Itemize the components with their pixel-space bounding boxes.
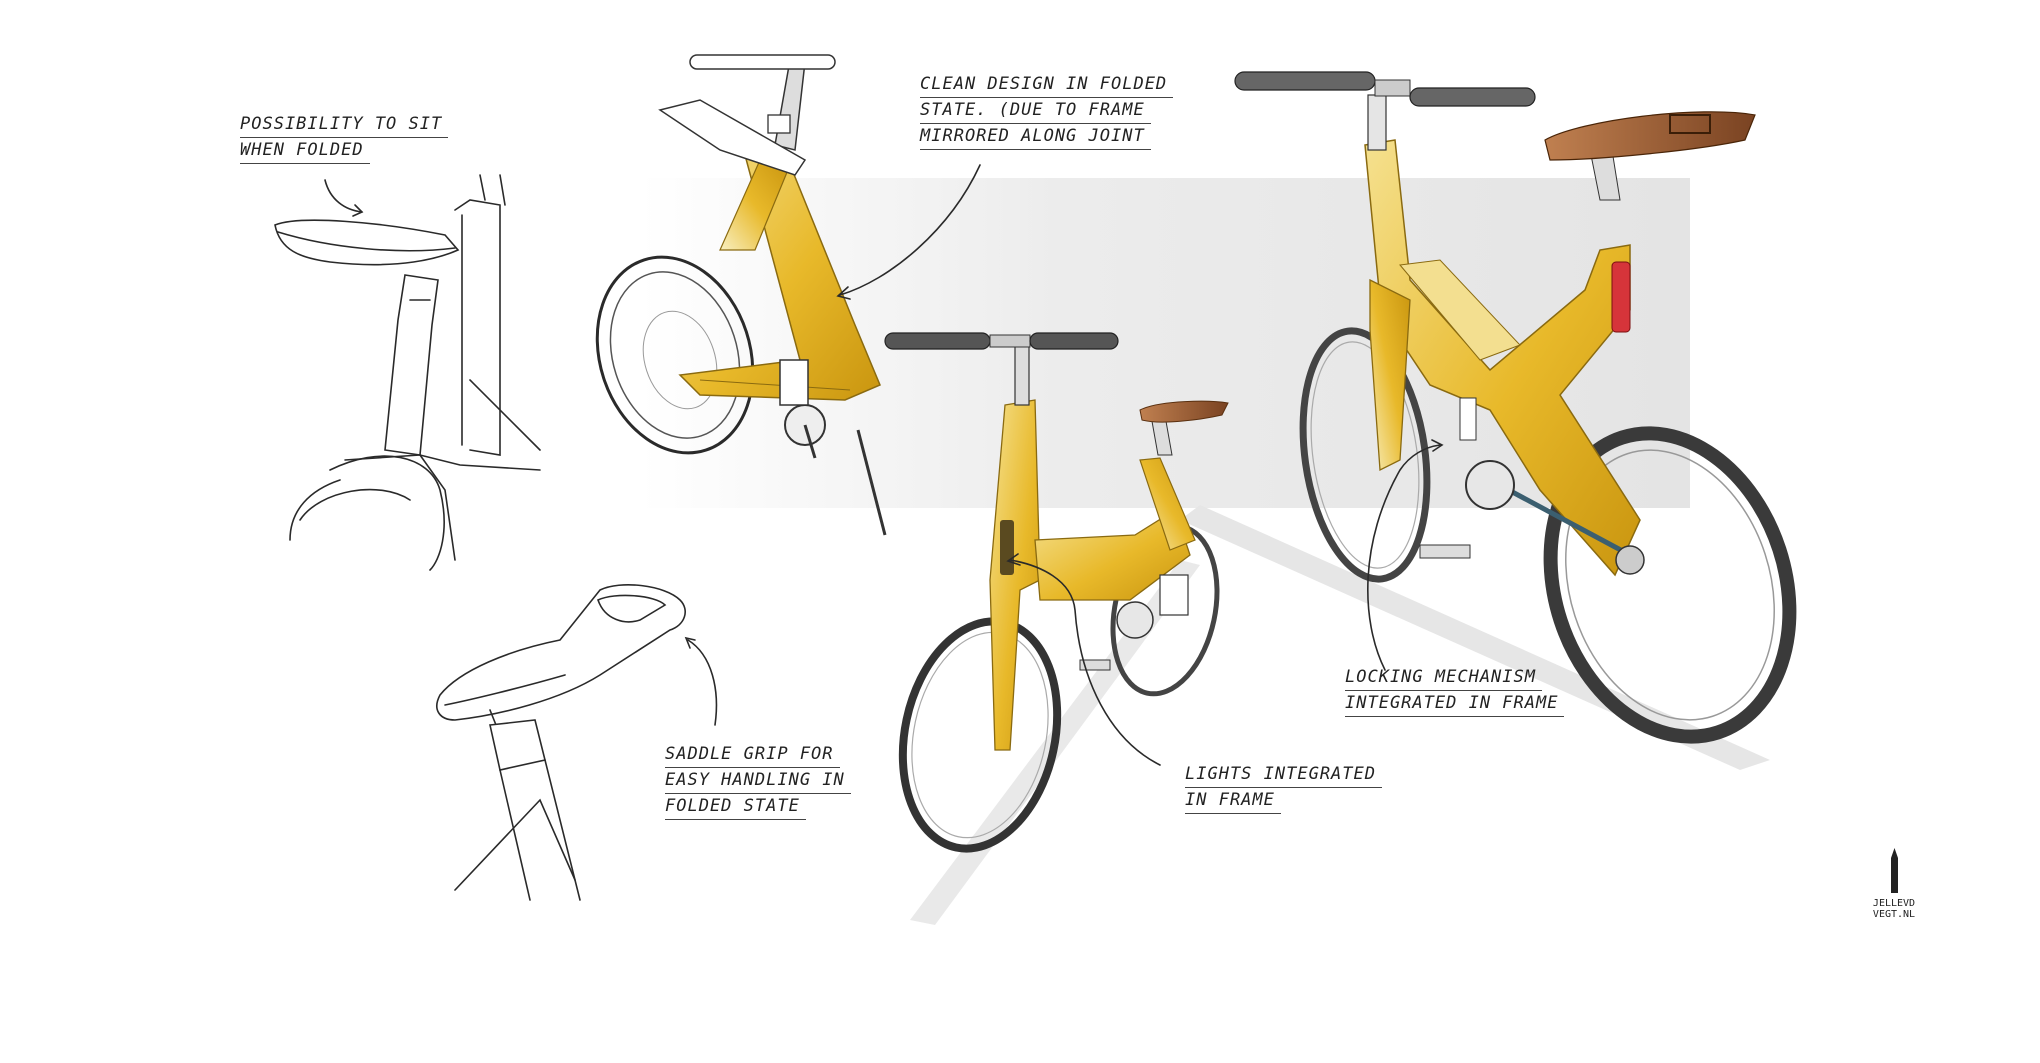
annotation-sit-when-folded: Possibility to sit when folded <box>240 112 449 164</box>
seat-folded-sketch <box>274 174 541 571</box>
large-bike <box>1234 71 1797 744</box>
annotation-clean-design: Clean design in folded state. (due to fr… <box>920 72 1174 150</box>
saddle-grip-sketch <box>436 584 686 901</box>
folded-bike <box>595 54 887 536</box>
annotation-locking-mechanism: Locking mechanism integrated in frame <box>1345 665 1565 717</box>
annotation-saddle-grip: Saddle grip for easy handling in folded … <box>665 742 851 820</box>
annotation-arrows <box>324 164 1444 766</box>
pencil-logo <box>1891 848 1898 893</box>
signature: Jellevd vegt.nl <box>1872 898 1916 920</box>
small-bike <box>884 332 1229 853</box>
annotation-lights-integrated: Lights integrated in frame <box>1185 762 1382 814</box>
